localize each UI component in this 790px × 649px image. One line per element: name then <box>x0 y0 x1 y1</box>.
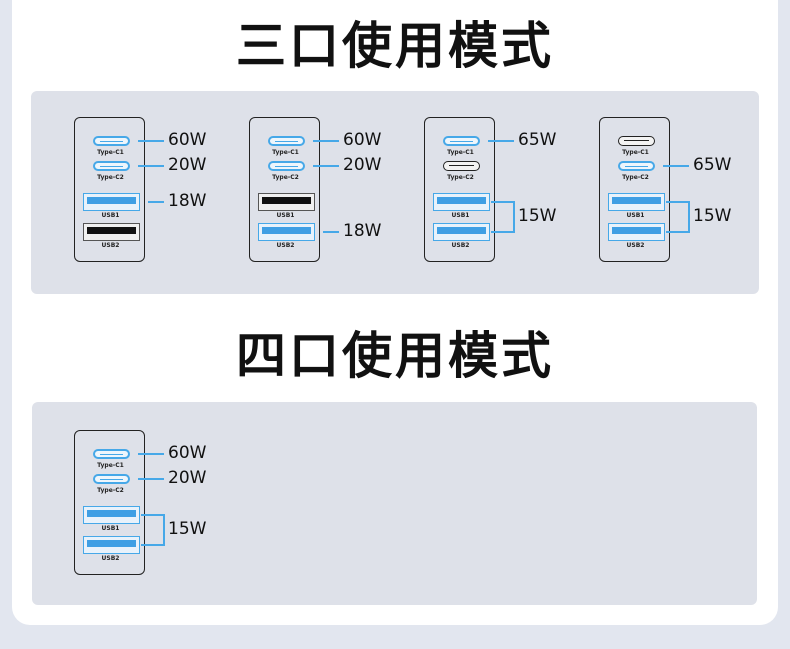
usb-a-port-active <box>83 193 140 211</box>
wattage-label: 15W <box>518 206 557 226</box>
port-label: Type-C1 <box>272 149 299 156</box>
connector-line <box>148 201 164 203</box>
wattage-label: 20W <box>168 468 207 488</box>
port-label: USB1 <box>101 525 120 532</box>
wattage-label: 65W <box>693 155 732 175</box>
usb-a-port-active <box>433 223 490 241</box>
connector-line <box>323 231 339 233</box>
wattage-label: 60W <box>168 443 207 463</box>
connector-line <box>666 201 688 203</box>
connector-line <box>491 231 513 233</box>
port-label: USB1 <box>451 212 470 219</box>
port-label: USB2 <box>101 242 120 249</box>
port-label: USB2 <box>451 242 470 249</box>
usb-a-port-active <box>608 193 665 211</box>
connector-line <box>663 165 689 167</box>
port-label: Type-C2 <box>97 174 124 181</box>
connector-line <box>138 140 164 142</box>
port-label: USB2 <box>276 242 295 249</box>
wattage-label: 15W <box>693 206 732 226</box>
usb-a-port-active <box>608 223 665 241</box>
usb-a-port-active <box>258 223 315 241</box>
port-label: USB2 <box>101 555 120 562</box>
usb-c-port-active <box>93 474 130 484</box>
wattage-label: 18W <box>343 221 382 241</box>
port-label: USB2 <box>626 242 645 249</box>
usb-c-port-active <box>268 136 305 146</box>
port-label: Type-C1 <box>97 462 124 469</box>
bracket-line <box>513 201 515 233</box>
usb-c-port-active <box>93 449 130 459</box>
usb-c-port-active <box>618 161 655 171</box>
usb-c-port-active <box>93 161 130 171</box>
connector-line <box>313 140 339 142</box>
connector-line <box>313 165 339 167</box>
four-port-mode-title: 四口使用模式 <box>236 327 554 385</box>
port-label: USB1 <box>276 212 295 219</box>
usb-a-port-inactive <box>258 193 315 211</box>
wattage-label: 60W <box>343 130 382 150</box>
wattage-label: 20W <box>168 155 207 175</box>
usb-a-port-active <box>83 536 140 554</box>
port-label: Type-C2 <box>97 487 124 494</box>
port-label: Type-C1 <box>97 149 124 156</box>
three-port-mode-title: 三口使用模式 <box>236 17 554 75</box>
wattage-label: 20W <box>343 155 382 175</box>
port-label: USB1 <box>626 212 645 219</box>
connector-line <box>138 478 164 480</box>
bracket-line <box>163 514 165 546</box>
wattage-label: 60W <box>168 130 207 150</box>
wattage-label: 65W <box>518 130 557 150</box>
connector-line <box>488 140 514 142</box>
usb-c-port-inactive <box>618 136 655 146</box>
connector-line <box>138 453 164 455</box>
port-label: Type-C2 <box>622 174 649 181</box>
connector-line <box>141 514 163 516</box>
connector-line <box>666 231 688 233</box>
connector-line <box>491 201 513 203</box>
port-label: Type-C2 <box>272 174 299 181</box>
usb-c-port-active <box>93 136 130 146</box>
port-label: Type-C1 <box>622 149 649 156</box>
bracket-line <box>688 201 690 233</box>
usb-a-port-active <box>433 193 490 211</box>
usb-a-port-active <box>83 506 140 524</box>
usb-c-port-inactive <box>443 161 480 171</box>
port-label: USB1 <box>101 212 120 219</box>
wattage-label: 15W <box>168 519 207 539</box>
connector-line <box>141 544 163 546</box>
port-label: Type-C1 <box>447 149 474 156</box>
usb-c-port-active <box>443 136 480 146</box>
port-label: Type-C2 <box>447 174 474 181</box>
wattage-label: 18W <box>168 191 207 211</box>
connector-line <box>138 165 164 167</box>
usb-c-port-active <box>268 161 305 171</box>
usb-a-port-inactive <box>83 223 140 241</box>
